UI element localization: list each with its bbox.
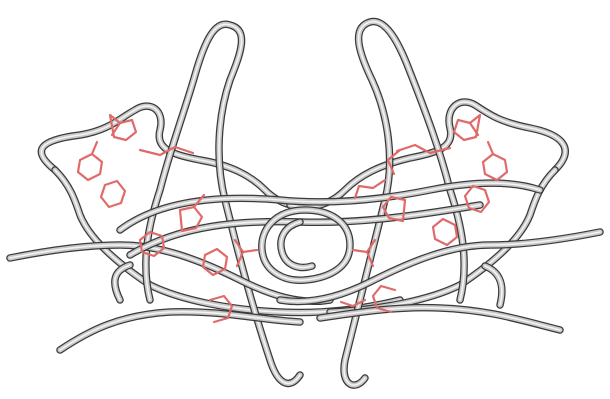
side-chain xyxy=(483,142,507,180)
backbone-strand xyxy=(281,222,312,267)
side-chain xyxy=(454,115,480,140)
side-chain xyxy=(78,142,102,180)
backbone-strand xyxy=(485,266,502,305)
side-chain xyxy=(433,219,457,245)
protein-backbone xyxy=(10,22,600,386)
side-chain xyxy=(101,181,125,207)
